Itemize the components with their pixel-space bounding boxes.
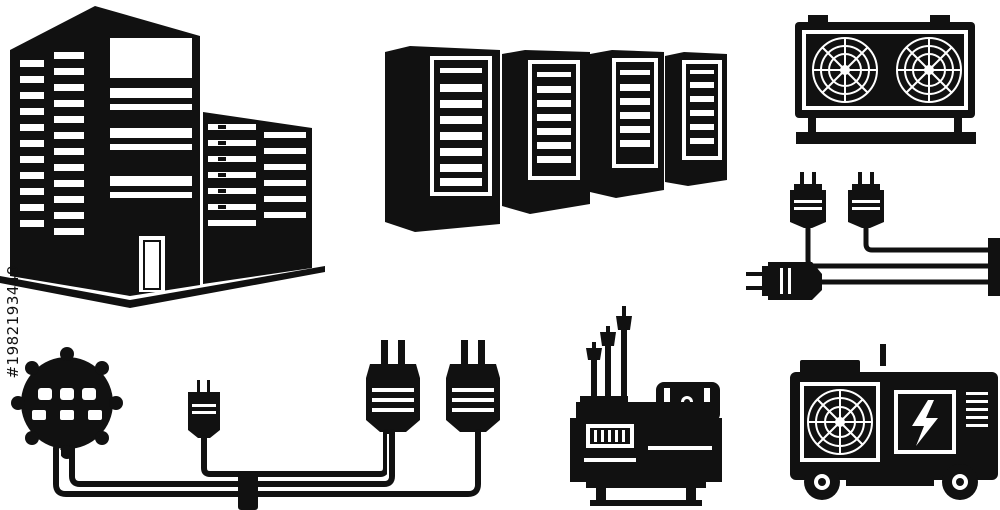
- stock-id-watermark: #1982193449: [4, 265, 22, 379]
- electrical-transformer-icon: [570, 306, 722, 506]
- server-racks-icon: [385, 46, 727, 232]
- sun-gear-cable-icon: [11, 340, 500, 510]
- office-building-icon: [0, 6, 325, 308]
- portable-generator-icon: [790, 344, 998, 500]
- cooling-fan-unit-icon: [795, 15, 976, 144]
- power-plugs-icon: [746, 172, 1000, 300]
